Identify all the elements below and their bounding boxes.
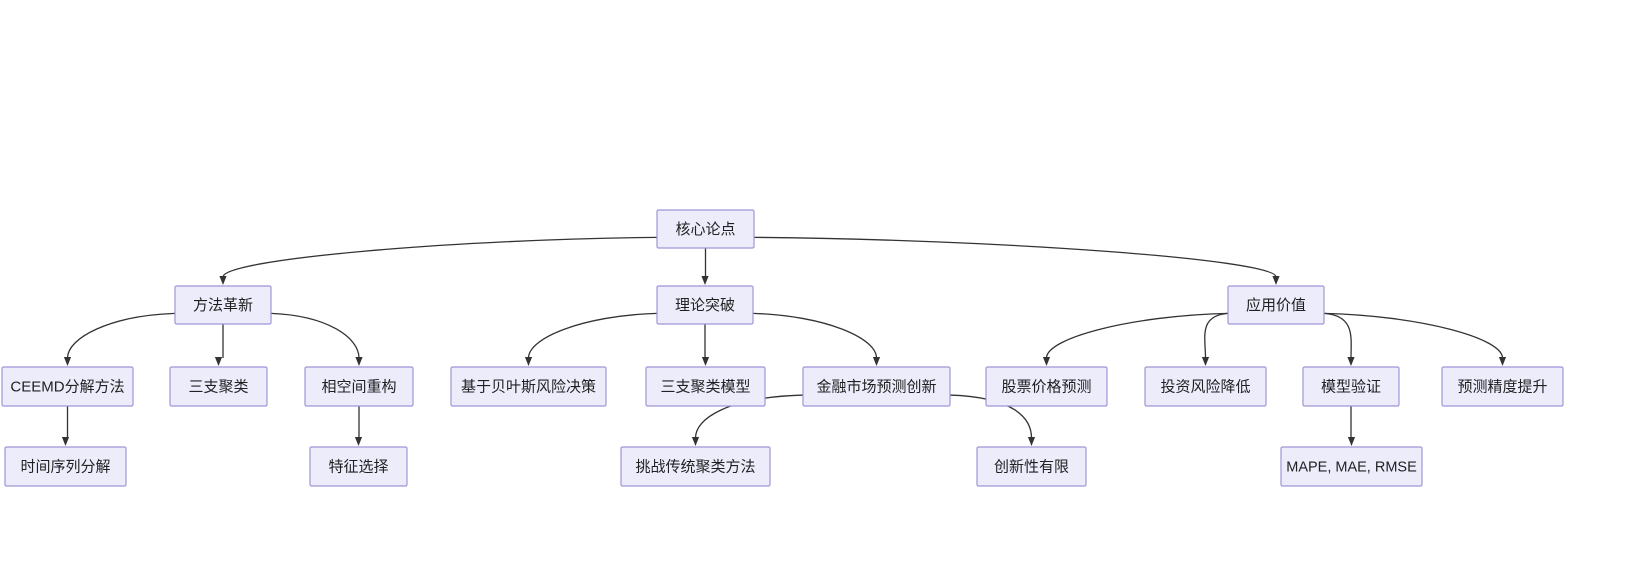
node-box[interactable] xyxy=(985,366,1108,407)
node-box[interactable] xyxy=(1302,366,1400,407)
node-l2i[interactable]: 模型验证 xyxy=(1302,366,1400,407)
node-box[interactable] xyxy=(1144,366,1267,407)
node-l2e[interactable]: 三支聚类模型 xyxy=(645,366,766,407)
node-l3a[interactable]: 时间序列分解 xyxy=(4,446,127,487)
node-label: 核心论点 xyxy=(675,221,735,238)
node-l2c[interactable]: 相空间重构 xyxy=(304,366,414,407)
edge-l2f-to-l3c xyxy=(694,394,804,439)
edge-l1a-to-l2a xyxy=(66,312,176,359)
node-box[interactable] xyxy=(1227,285,1325,325)
node-label: 理论突破 xyxy=(675,297,735,314)
node-label: 方法革新 xyxy=(193,297,253,314)
edge-arrowhead xyxy=(1347,437,1356,446)
edge-l1c-to-l2g xyxy=(1045,312,1229,359)
node-label: 相空间重构 xyxy=(321,378,396,395)
node-box[interactable] xyxy=(450,366,607,407)
node-label: 股票价格预测 xyxy=(1001,378,1091,395)
node-box[interactable] xyxy=(802,366,951,407)
node-label: 特征选择 xyxy=(328,458,388,475)
edge-arrowhead xyxy=(61,437,70,446)
node-l3e[interactable]: MAPE, MAE, RMSE xyxy=(1280,446,1423,487)
edge-arrowhead xyxy=(1498,357,1507,366)
node-label: 预测精度提升 xyxy=(1457,378,1547,395)
node-box[interactable] xyxy=(309,446,408,487)
node-l2h[interactable]: 投资风险降低 xyxy=(1144,366,1267,407)
edge-l2f-to-l3d xyxy=(949,394,1033,439)
edge-l1a-to-l2c xyxy=(270,312,360,359)
node-box[interactable] xyxy=(1280,446,1423,487)
node-l2j[interactable]: 预测精度提升 xyxy=(1441,366,1564,407)
node-l3c[interactable]: 挑战传统聚类方法 xyxy=(620,446,771,487)
node-label: 三支聚类模型 xyxy=(660,378,750,395)
edge-arrowhead xyxy=(701,276,709,285)
node-box[interactable] xyxy=(1,366,134,407)
node-l2a[interactable]: CEEMD分解方法 xyxy=(1,366,134,407)
edge-arrowhead xyxy=(872,357,881,366)
node-label: 三支聚类 xyxy=(188,378,248,395)
node-label: 投资风险降低 xyxy=(1160,378,1250,395)
node-label: 时间序列分解 xyxy=(20,458,110,475)
edge-arrowhead xyxy=(1272,276,1280,285)
node-l2g[interactable]: 股票价格预测 xyxy=(985,366,1108,407)
node-label: 金融市场预测创新 xyxy=(816,378,936,395)
edge-l1b-to-l2f xyxy=(752,312,878,359)
node-box[interactable] xyxy=(304,366,414,407)
node-l2f[interactable]: 金融市场预测创新 xyxy=(802,366,951,407)
edge-arrowhead xyxy=(1201,357,1210,366)
edge-arrowhead xyxy=(63,357,72,366)
node-l1c[interactable]: 应用价值 xyxy=(1227,285,1325,325)
node-label: 模型验证 xyxy=(1321,378,1381,395)
node-box[interactable] xyxy=(174,285,272,325)
node-box[interactable] xyxy=(656,285,754,325)
node-l3d[interactable]: 创新性有限 xyxy=(976,446,1087,487)
edge-arrowhead xyxy=(1042,357,1051,366)
edge-arrowhead xyxy=(1347,357,1355,366)
node-l1a[interactable]: 方法革新 xyxy=(174,285,272,325)
node-l1b[interactable]: 理论突破 xyxy=(656,285,754,325)
edge-arrowhead xyxy=(355,357,363,366)
node-box[interactable] xyxy=(1441,366,1564,407)
edges-layer xyxy=(61,236,1507,446)
edge-l1c-to-l2j xyxy=(1323,312,1504,359)
edge-arrowhead xyxy=(214,357,223,366)
edge-arrowhead xyxy=(701,357,710,366)
node-label: 挑战传统聚类方法 xyxy=(635,458,755,475)
node-l2b[interactable]: 三支聚类 xyxy=(169,366,268,407)
edge-l1b-to-l2d xyxy=(527,312,658,359)
node-label: 创新性有限 xyxy=(994,458,1069,475)
node-label: 应用价值 xyxy=(1246,296,1306,314)
edge-l1c-to-l2i xyxy=(1323,312,1352,359)
node-label: 基于贝叶斯风险决策 xyxy=(461,378,596,395)
node-box[interactable] xyxy=(620,446,771,487)
node-box[interactable] xyxy=(4,446,127,487)
node-label: CEEMD分解方法 xyxy=(10,378,124,395)
node-box[interactable] xyxy=(656,209,755,249)
edge-root-to-l1c xyxy=(753,236,1277,278)
edge-arrowhead xyxy=(219,276,227,285)
node-l3b[interactable]: 特征选择 xyxy=(309,446,408,487)
edge-arrowhead xyxy=(524,357,533,366)
edge-arrowhead xyxy=(354,437,363,446)
edge-arrowhead xyxy=(1027,437,1036,446)
node-box[interactable] xyxy=(645,366,766,407)
node-l2d[interactable]: 基于贝叶斯风险决策 xyxy=(450,366,607,407)
node-box[interactable] xyxy=(169,366,268,407)
edge-l1c-to-l2h xyxy=(1204,312,1229,359)
edge-arrowhead xyxy=(691,437,700,446)
node-root[interactable]: 核心论点 xyxy=(656,209,755,249)
node-label: MAPE, MAE, RMSE xyxy=(1286,459,1417,475)
edge-root-to-l1a xyxy=(222,236,658,278)
node-box[interactable] xyxy=(976,446,1087,487)
